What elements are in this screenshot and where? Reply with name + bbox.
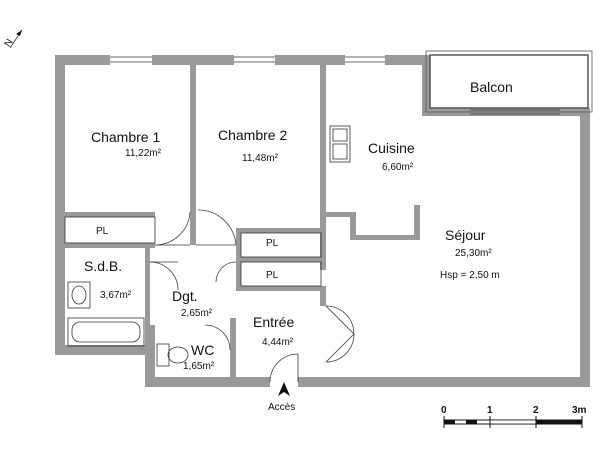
- room-area-cuisine: 6,60m²: [382, 162, 414, 173]
- room-area-chambre1: 11,22m²: [125, 148, 162, 159]
- room-name-entree: Entrée: [253, 314, 294, 330]
- balcony: [425, 50, 593, 113]
- scale-bar: [443, 416, 583, 428]
- bathtub: [67, 317, 145, 347]
- room-name-sdb: S.d.B.: [84, 258, 122, 274]
- scale-tick-label: 1: [487, 405, 493, 416]
- scale-tick-label: 0: [441, 405, 447, 416]
- scale-tick-label: 2: [533, 405, 539, 416]
- doors: [149, 209, 355, 383]
- room-name-sejour: Séjour: [445, 227, 486, 243]
- north-label: N: [3, 37, 16, 49]
- room-area-sdb: 3,67m²: [100, 290, 132, 301]
- kitchen-sink: [329, 125, 351, 163]
- closets: [64, 216, 322, 287]
- room-area-entree: 4,44m²: [262, 337, 294, 348]
- interior-walls: [65, 65, 420, 385]
- room-name-chambre2: Chambre 2: [218, 127, 287, 143]
- fixtures: [67, 125, 351, 367]
- room-area-sejour: 25,30m²: [455, 248, 492, 259]
- scale-tick-label: 3m: [572, 405, 587, 416]
- access-label: Accès: [268, 402, 295, 413]
- closet-label: PL: [96, 226, 109, 237]
- room-area-chambre2: 11,48m²: [242, 153, 279, 164]
- room-area-wc: 1,65m²: [183, 361, 215, 372]
- closet-label: PL: [266, 270, 279, 281]
- room-name-dgt: Dgt.: [172, 288, 198, 304]
- room-name-cuisine: Cuisine: [368, 140, 415, 156]
- access-arrow-icon: [278, 382, 290, 396]
- ceiling-height-note: Hsp = 2,50 m: [440, 270, 500, 281]
- room-name-balcon: Balcon: [470, 79, 513, 95]
- north-arrow-icon: [9, 29, 23, 49]
- room-name-wc: WC: [191, 342, 214, 358]
- room-name-chambre1: Chambre 1: [91, 129, 160, 145]
- washbasin: [67, 281, 91, 309]
- room-area-dgt: 2,65m²: [181, 308, 213, 319]
- toilet: [156, 343, 170, 367]
- closet-label: PL: [266, 238, 279, 249]
